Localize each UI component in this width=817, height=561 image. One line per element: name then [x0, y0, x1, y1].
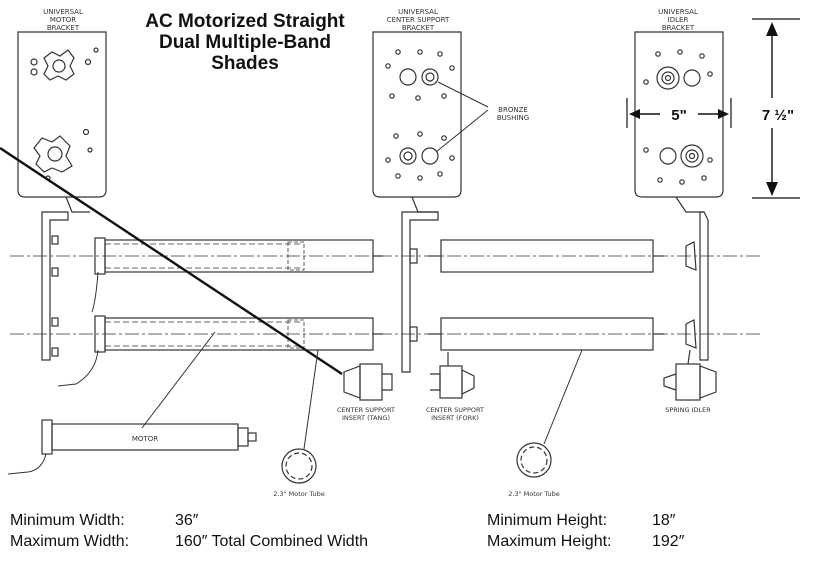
- center-bracket-caption-1: UNIVERSAL: [398, 8, 438, 16]
- max-height-label: Maximum Height:: [487, 533, 612, 550]
- idler-hub-lower-icon: [643, 144, 713, 185]
- motor-mount-upper-icon: [30, 47, 99, 81]
- idler-bracket-caption-1: UNIVERSAL: [658, 8, 698, 16]
- idler-bracket-caption-2: IDLER: [668, 16, 689, 24]
- max-width-value: 160″ Total Combined Width: [175, 533, 369, 550]
- spring-idler-icon: [663, 349, 717, 401]
- motor-bracket-caption-2: MOTOR: [50, 16, 76, 24]
- idler-hub-upper-icon: [643, 49, 713, 90]
- center-support-tang-label-1: CENTER SUPPORT: [337, 406, 395, 414]
- motor-bracket-caption-1: UNIVERSAL: [43, 8, 83, 16]
- motor-label: MOTOR: [132, 435, 158, 443]
- bronze-bushing-label-2: BUSHING: [497, 114, 529, 122]
- center-support-bracket: UNIVERSAL CENTER SUPPORT BRACKET BRONZE …: [372, 8, 529, 213]
- max-height-value: 192″: [652, 533, 685, 550]
- bronze-bushing-upper-icon: [385, 49, 455, 101]
- min-height-value: 18″: [652, 512, 676, 529]
- motor-tube-right-label: 2.3" Motor Tube: [508, 490, 559, 498]
- min-width-value: 36″: [175, 512, 199, 529]
- center-support-insert-fork-icon: [430, 352, 475, 399]
- motor-tube-left-icon: [281, 349, 319, 484]
- motor-tube-right-icon: [516, 349, 583, 478]
- height-dimension-label: 7 ½": [762, 107, 794, 124]
- title-line-2: Dual Multiple-Band: [159, 32, 331, 53]
- min-width-label: Minimum Width:: [10, 512, 125, 529]
- spring-idler-label: SPRING IDLER: [665, 406, 711, 414]
- motor-bracket-caption-3: BRACKET: [47, 24, 80, 32]
- center-support-fork-label-2: INSERT (FORK): [431, 414, 479, 422]
- width-dimension-label: 5": [671, 107, 686, 124]
- idler-bracket-caption-3: BRACKET: [662, 24, 695, 32]
- width-dimension: 5": [626, 98, 732, 128]
- diagram-title: AC Motorized Straight Dual Multiple-Band…: [145, 11, 345, 74]
- height-dimension: 7 ½": [752, 18, 800, 199]
- title-line-1: AC Motorized Straight: [145, 11, 345, 32]
- center-support-tang-label-2: INSERT (TANG): [342, 414, 390, 422]
- center-support-insert-tang-icon: [343, 363, 393, 401]
- title-line-3: Shades: [211, 53, 279, 74]
- bronze-bushing-label-1: BRONZE: [498, 106, 528, 114]
- leader-line: [0, 146, 343, 376]
- bronze-bushing-lower-icon: [385, 131, 455, 181]
- roller-assembly: [10, 211, 762, 387]
- motor-part: [7, 331, 257, 475]
- max-width-label: Maximum Width:: [10, 533, 130, 550]
- idler-bracket: UNIVERSAL IDLER BRACKET: [634, 8, 724, 213]
- motor-bracket: UNIVERSAL MOTOR BRACKET: [17, 8, 107, 213]
- center-support-fork-label-1: CENTER SUPPORT: [426, 406, 484, 414]
- min-height-label: Minimum Height:: [487, 512, 608, 529]
- center-bracket-caption-2: CENTER SUPPORT: [387, 16, 450, 24]
- motor-tube-left-label: 2.3" Motor Tube: [273, 490, 324, 498]
- center-bracket-caption-3: BRACKET: [402, 24, 435, 32]
